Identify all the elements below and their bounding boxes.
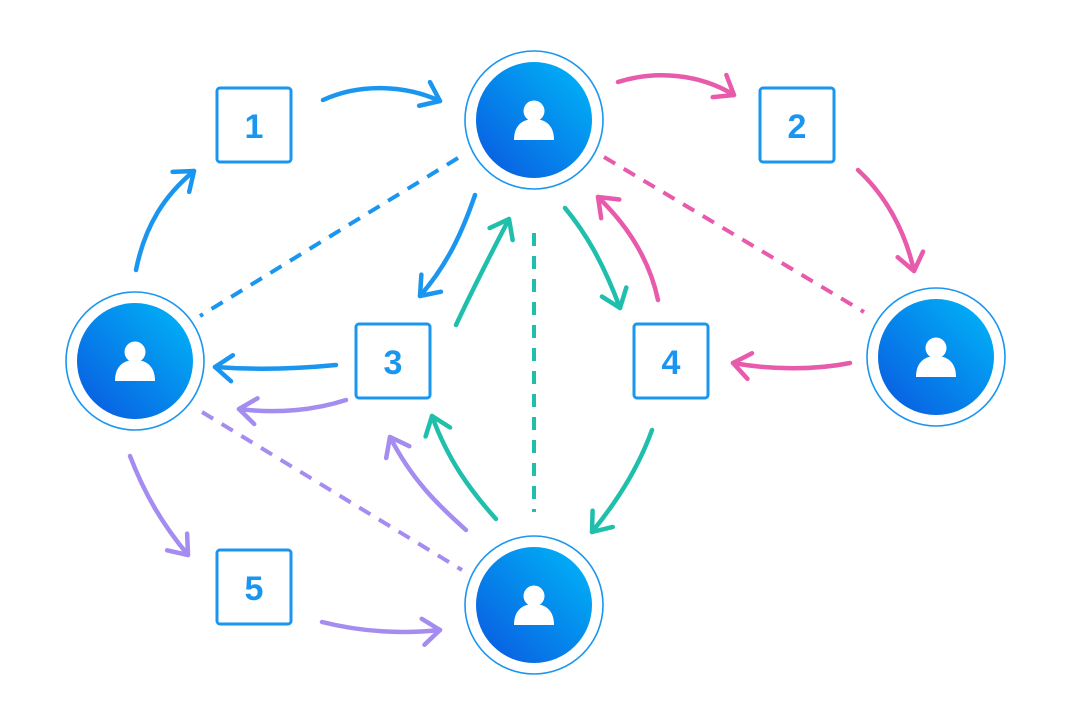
arrow-head-icon	[212, 353, 236, 384]
arrow-4-to-bottom	[589, 427, 655, 535]
arrow-head-icon	[416, 79, 443, 109]
arrow-head-icon	[417, 272, 444, 299]
arrow-shaft	[730, 360, 853, 371]
arrow-head-icon	[236, 396, 260, 427]
arrow-shaft	[133, 168, 197, 273]
arrow-bottom-to-3	[423, 413, 499, 522]
dashed-link-top-left	[198, 156, 460, 318]
arrow-head-icon	[487, 216, 515, 243]
person-node-bottom	[464, 535, 604, 675]
person-node-right	[866, 287, 1006, 427]
arrow-head-icon	[164, 531, 191, 558]
arrow-head-icon	[383, 434, 412, 461]
arrow-shaft	[212, 362, 339, 371]
arrow-top-to-4	[562, 205, 629, 311]
step-label-2: 2	[788, 108, 807, 146]
step-box-1: 1	[215, 86, 293, 164]
arrow-bottom-to-3	[383, 434, 469, 533]
dashed-link-top-right	[602, 155, 866, 314]
arrow-shaft	[236, 397, 349, 414]
dashed-links	[198, 155, 866, 572]
step-box-4: 4	[632, 322, 710, 400]
arrow-head-icon	[710, 72, 737, 100]
arrow-3-to-left	[236, 396, 349, 427]
step-box-3: 3	[354, 322, 432, 400]
arrow-layer	[127, 72, 926, 647]
arrow-3-to-top	[453, 216, 515, 328]
arrow-head-icon	[589, 508, 616, 535]
arrow-shaft	[387, 434, 469, 533]
arrow-shaft	[562, 205, 623, 311]
step-label-4: 4	[662, 344, 681, 382]
arrow-2-to-right	[855, 167, 926, 274]
arrow-shaft	[320, 85, 443, 104]
person-node-top	[464, 50, 604, 190]
arrow-shaft	[595, 194, 661, 303]
arrow-head-icon	[170, 168, 197, 195]
arrow-4-to-top	[595, 194, 661, 303]
arrow-3-to-left	[212, 353, 339, 384]
step-label-1: 1	[245, 108, 264, 146]
arrow-right-to-4	[730, 350, 853, 382]
arrow-head-icon	[730, 350, 755, 382]
arrow-head-icon	[599, 285, 629, 311]
arrow-shaft	[127, 453, 191, 558]
step-box-5: 5	[215, 548, 293, 626]
arrow-shaft	[453, 216, 512, 328]
arrow-head-icon	[419, 616, 443, 647]
arrow-5-to-bottom	[319, 616, 443, 647]
arrow-shaft	[589, 427, 655, 535]
arrow-top-to-3	[417, 192, 478, 299]
arrow-top-to-2	[615, 72, 737, 100]
arrow-shaft	[417, 192, 478, 299]
arrow-shaft	[615, 73, 737, 98]
arrow-left-to-1	[133, 168, 197, 273]
arrow-shaft	[319, 619, 443, 635]
person-node-left	[65, 291, 205, 431]
step-box-2: 2	[758, 86, 836, 164]
arrow-left-to-5	[127, 453, 191, 558]
step-label-3: 3	[384, 344, 403, 382]
dashed-link-left-bottom	[200, 410, 464, 572]
arrow-1-to-top	[320, 79, 443, 109]
arrow-head-icon	[595, 194, 622, 221]
arrow-shaft	[429, 413, 499, 522]
step-label-5: 5	[245, 570, 264, 608]
arrow-head-icon	[423, 413, 453, 439]
arrow-shaft	[855, 167, 917, 274]
arrow-head-icon	[895, 249, 926, 274]
